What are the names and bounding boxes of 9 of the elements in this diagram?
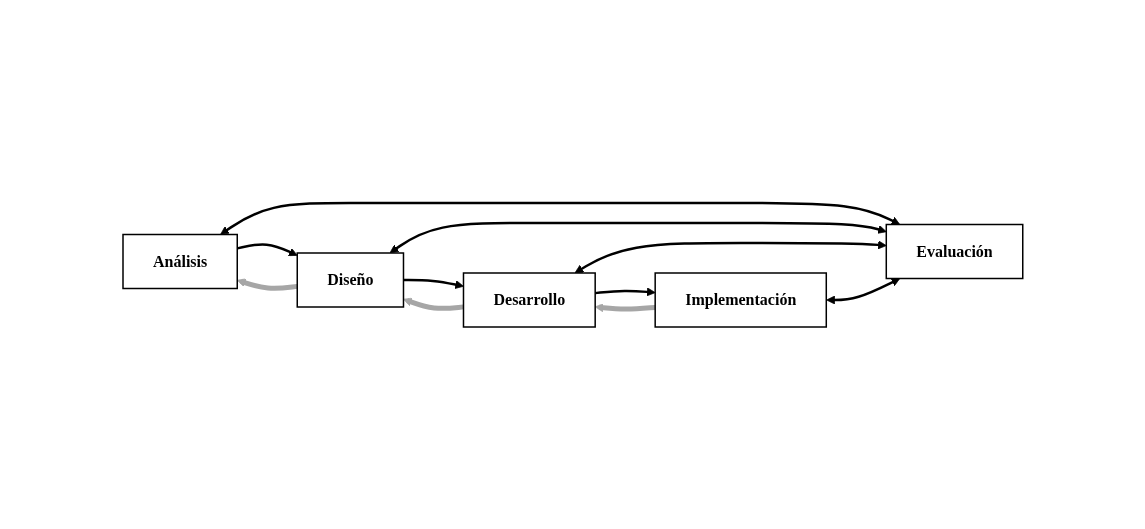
node-box: Análisis <box>121 233 238 289</box>
arrow <box>236 242 298 256</box>
node-box: Evaluación <box>885 223 1024 279</box>
node-box: Implementación <box>654 271 827 328</box>
arrow <box>219 201 900 235</box>
arrow <box>403 278 464 289</box>
node-box: Diseño <box>296 251 404 308</box>
node-box: Desarrollo <box>462 271 596 328</box>
arrow <box>594 302 655 312</box>
